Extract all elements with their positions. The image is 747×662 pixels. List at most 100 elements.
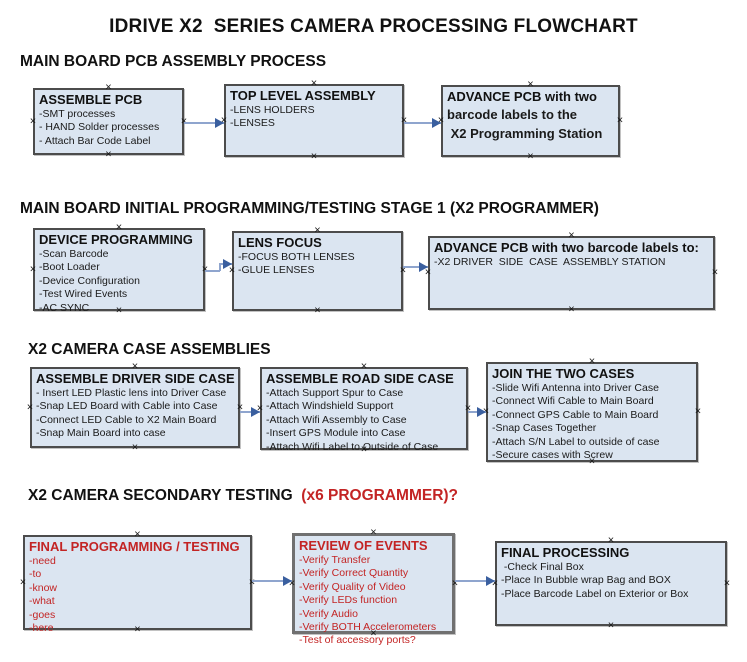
connection-point-icon: × <box>588 355 596 368</box>
box-line: -Insert GPS Module into Case <box>266 427 406 440</box>
connection-point-icon: × <box>491 577 499 589</box>
arrowhead-icon <box>215 118 224 128</box>
connection-point-icon: × <box>588 455 596 468</box>
box-line: -Verify Correct Quantity <box>299 567 409 580</box>
box-line: -SMT processes <box>39 108 116 120</box>
box-line: -Scan Barcode <box>39 248 109 260</box>
box-line: -Connect GPS Cable to Main Board <box>492 408 659 421</box>
box-line: -Connect LED Cable to X2 Main Board <box>36 413 217 426</box>
connection-point-icon: × <box>105 148 112 161</box>
box-title: TOP LEVEL ASSEMBLY <box>230 88 376 103</box>
connection-point-icon: × <box>464 402 472 414</box>
box-line: -Verify BOTH Accelerometers <box>299 621 437 634</box>
flow-box-join-the-two-cases: JOIN THE TWO CASES-Slide Wifi Antenna in… <box>486 362 698 462</box>
box-line: -Verify Audio <box>299 607 358 620</box>
box-line: -GLUE LENSES <box>238 264 315 277</box>
box-title: ASSEMBLE ROAD SIDE CASE <box>266 371 454 386</box>
connection-point-icon: × <box>236 401 244 413</box>
box-line: -Place In Bubble wrap Bag and BOX <box>501 574 671 587</box>
connection-point-icon: × <box>482 405 490 418</box>
box-line: -Snap Cases Together <box>492 422 597 435</box>
connection-point-icon: × <box>314 224 321 237</box>
connection-point-icon: × <box>314 304 321 317</box>
box-line: -FOCUS BOTH LENSES <box>238 251 355 263</box>
flow-box-top-level-assembly: TOP LEVEL ASSEMBLY-LENS HOLDERS-LENSES <box>224 84 404 157</box>
connection-point-icon: × <box>29 263 37 275</box>
connection-point-icon: × <box>399 264 407 277</box>
connection-point-icon: × <box>607 534 615 547</box>
connection-point-icon: × <box>115 304 123 317</box>
box-line: -Slide Wifi Antenna into Driver Case <box>492 382 659 394</box>
box-title: LENS FOCUS <box>238 235 322 250</box>
connection-point-icon: × <box>607 619 615 632</box>
box-title: REVIEW OF EVENTS <box>299 538 428 553</box>
connection-point-icon: × <box>220 114 228 126</box>
connection-point-icon: × <box>451 577 459 589</box>
box-line: -Verify Transfer <box>299 554 371 566</box>
box-line: - Insert LED Plastic lens into Driver Ca… <box>36 387 227 399</box>
box-line: -Device Configuration <box>39 274 140 287</box>
connection-point-icon: × <box>360 360 368 373</box>
connection-point-icon: × <box>310 150 318 163</box>
box-line: -Snap LED Board with Cable into Case <box>36 400 218 413</box>
section-heading-red-text: (x6 PROGRAMMER)? <box>301 487 459 504</box>
box-line: -Attach Windshield Support <box>266 400 394 413</box>
box-line: -Boot Loader <box>39 261 100 274</box>
box-line: -Verify Quality of Video <box>299 580 406 593</box>
box-title: DEVICE PROGRAMMING <box>39 232 193 247</box>
flow-box-assemble-pcb: ASSEMBLE PCB-SMT processes- HAND Solder … <box>33 88 184 155</box>
connection-point-icon: × <box>248 576 256 588</box>
connector-line <box>240 411 260 413</box>
section-heading-text: X2 CAMERA CASE ASSEMBLIES <box>28 341 271 358</box>
box-line: -Snap Main Board into case <box>36 427 166 440</box>
box-line: -Attach S/N Label to outside of case <box>492 435 660 448</box>
connection-point-icon: × <box>134 623 141 636</box>
section-heading: MAIN BOARD INITIAL PROGRAMMING/TESTING S… <box>20 200 599 218</box>
connection-point-icon: × <box>228 264 236 277</box>
connection-point-icon: × <box>134 528 141 541</box>
connection-point-icon: × <box>256 402 264 414</box>
connection-point-icon: × <box>568 303 575 316</box>
connection-point-icon: × <box>26 401 34 413</box>
connection-point-icon: × <box>180 115 188 127</box>
box-line: -Verify LEDs function <box>299 594 398 607</box>
box-line: -Attach Wifi Label to Outside of Case <box>266 440 439 453</box>
section-heading-text: MAIN BOARD PCB ASSEMBLY PROCESS <box>20 53 327 70</box>
arrowhead-icon <box>223 259 232 269</box>
box-line: -LENSES <box>230 117 275 130</box>
connection-point-icon: × <box>370 627 377 640</box>
connection-point-icon: × <box>723 577 731 589</box>
box-line: -goes <box>29 608 56 621</box>
arrowhead-icon <box>486 576 495 586</box>
box-line: X2 Programming Station <box>447 126 603 141</box>
section-heading: MAIN BOARD PCB ASSEMBLY PROCESS <box>20 53 326 71</box>
connector-line <box>205 270 220 272</box>
connection-point-icon: × <box>527 150 534 163</box>
box-line: - HAND Solder processes <box>39 121 160 134</box>
flow-box-lens-focus: LENS FOCUS-FOCUS BOTH LENSES-GLUE LENSES <box>232 231 403 311</box>
connection-point-icon: × <box>568 229 575 242</box>
box-line: -X2 DRIVER SIDE CASE ASSEMBLY STATION <box>434 256 666 268</box>
box-title: FINAL PROGRAMMING / TESTING <box>29 539 240 554</box>
box-title: FINAL PROCESSING <box>501 545 630 560</box>
connection-point-icon: × <box>115 221 123 234</box>
box-line: -need <box>29 555 56 567</box>
section-heading-text: MAIN BOARD INITIAL PROGRAMMING/TESTING S… <box>20 200 599 217</box>
box-title: ADVANCE PCB with two barcode labels to: <box>434 240 699 255</box>
box-title: JOIN THE TWO CASES <box>492 366 635 381</box>
box-line: -know <box>29 581 58 594</box>
connection-point-icon: × <box>694 405 702 418</box>
connection-point-icon: × <box>437 114 445 127</box>
flow-box-review-of-events: REVIEW OF EVENTS-Verify Transfer-Verify … <box>292 533 455 646</box>
connector-line <box>404 122 441 124</box>
flow-box-device-programming: DEVICE PROGRAMMING-Scan Barcode-Boot Loa… <box>33 228 205 314</box>
box-line: - Attach Bar Code Label <box>39 134 151 147</box>
connector-line <box>455 580 495 582</box>
box-line: -Test of accessory ports? <box>299 634 416 647</box>
connector-line <box>403 266 428 268</box>
connection-point-icon: × <box>400 114 408 126</box>
flow-box-final-processing: FINAL PROCESSING -Check Final Box-Place … <box>495 541 727 626</box>
flowchart-title: IDRIVE X2 SERIES CAMERA PROCESSING FLOWC… <box>109 16 638 37</box>
flow-box-assemble-road-side-case: ASSEMBLE ROAD SIDE CASE-Attach Support S… <box>260 367 468 453</box>
